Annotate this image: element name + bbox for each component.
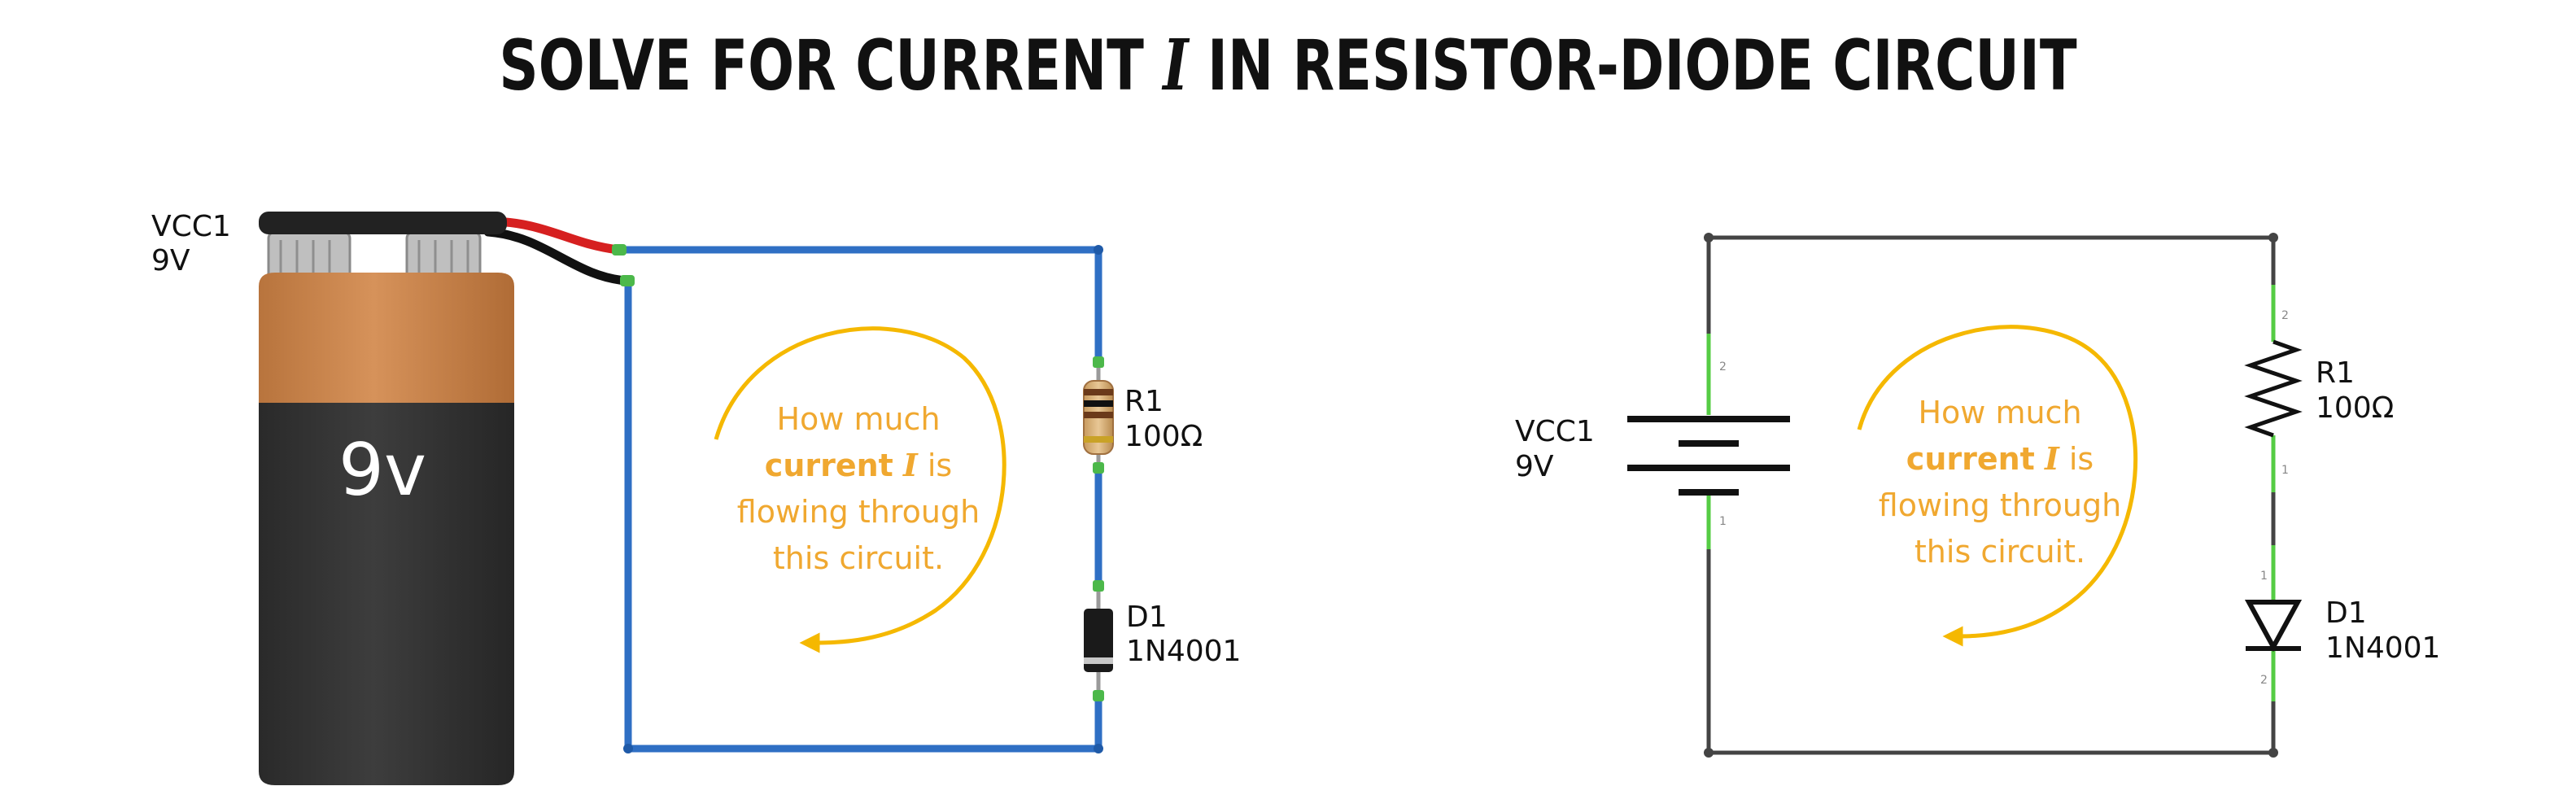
annotation-line1: How much	[776, 401, 940, 437]
schematic-resistor-value: 100Ω	[2316, 391, 2394, 425]
schematic-battery-pin-bottom: 1	[1719, 515, 1727, 528]
breadboard-current-arrow	[714, 326, 1006, 653]
annotation-line2: current I is	[1906, 440, 2094, 477]
schematic-battery-value: 9V	[1515, 450, 1554, 483]
schematic-annotation: How much current I is flowing through th…	[1879, 395, 2121, 570]
schematic-battery-pin-top: 2	[1719, 360, 1727, 373]
schematic-diode-value: 1N4001	[2325, 631, 2440, 665]
wire-top	[614, 246, 1102, 366]
schematic-battery	[1627, 334, 1790, 549]
lead-connector-top	[612, 244, 627, 256]
breadboard-view: 9v VCC1 9V R1 100Ω D1 1N4001	[151, 210, 1241, 785]
battery-red-lead	[483, 216, 623, 255]
breadboard-diode-label: D1	[1126, 601, 1168, 634]
page-title: SOLVE FOR CURRENT I IN RESISTOR-DIODE CI…	[283, 24, 2292, 107]
title-text-before: SOLVE FOR CURRENT	[499, 25, 1144, 107]
schematic-diode-pin-bottom: 2	[2260, 674, 2268, 687]
wire-bottom	[624, 277, 1102, 753]
battery-label: VCC1	[151, 210, 231, 243]
schematic-current-arrow	[1857, 325, 2138, 647]
schematic-view: 2 1 VCC1 9V 2 1 R1 100Ω 1 2 D1 1N4001 Ho…	[1515, 233, 2440, 758]
lead-connector-bottom	[620, 275, 635, 286]
title-text-after: IN RESISTOR-DIODE CIRCUIT	[1207, 25, 2077, 107]
title-variable: I	[1163, 24, 1189, 107]
battery-9v: 9v	[259, 212, 514, 785]
schematic-resistor-label: R1	[2316, 356, 2355, 390]
schematic-diode-label: D1	[2325, 596, 2367, 630]
breadboard-resistor-value: 100Ω	[1124, 420, 1203, 453]
battery-black-lead	[483, 227, 631, 286]
breadboard-annotation: How much current I is flowing through th…	[737, 401, 980, 576]
schematic-wires	[1706, 235, 2276, 755]
schematic-resistor-pin-bottom: 1	[2281, 464, 2289, 477]
battery-face-text: 9v	[338, 428, 426, 512]
breadboard-resistor-label: R1	[1124, 385, 1164, 418]
annotation-line2: current I is	[765, 447, 952, 483]
schematic-resistor-pin-top: 2	[2281, 309, 2289, 322]
annotation-line3: flowing through	[737, 494, 980, 530]
battery-value: 9V	[151, 244, 190, 277]
annotation-line3: flowing through	[1879, 487, 2121, 523]
battery-snap	[259, 212, 507, 234]
schematic-battery-label: VCC1	[1515, 415, 1595, 448]
breadboard-diode	[1084, 580, 1113, 701]
schematic-nodes	[1704, 233, 2278, 758]
schematic-diode	[2244, 545, 2303, 701]
schematic-diode-pin-top: 1	[2260, 570, 2268, 583]
schematic-resistor	[2244, 285, 2303, 492]
breadboard-resistor	[1083, 356, 1114, 474]
annotation-line4: this circuit.	[773, 540, 944, 576]
breadboard-diode-value: 1N4001	[1126, 635, 1241, 668]
annotation-line1: How much	[1918, 395, 2081, 430]
wire-joints	[623, 245, 1103, 753]
annotation-line4: this circuit.	[1915, 534, 2085, 570]
